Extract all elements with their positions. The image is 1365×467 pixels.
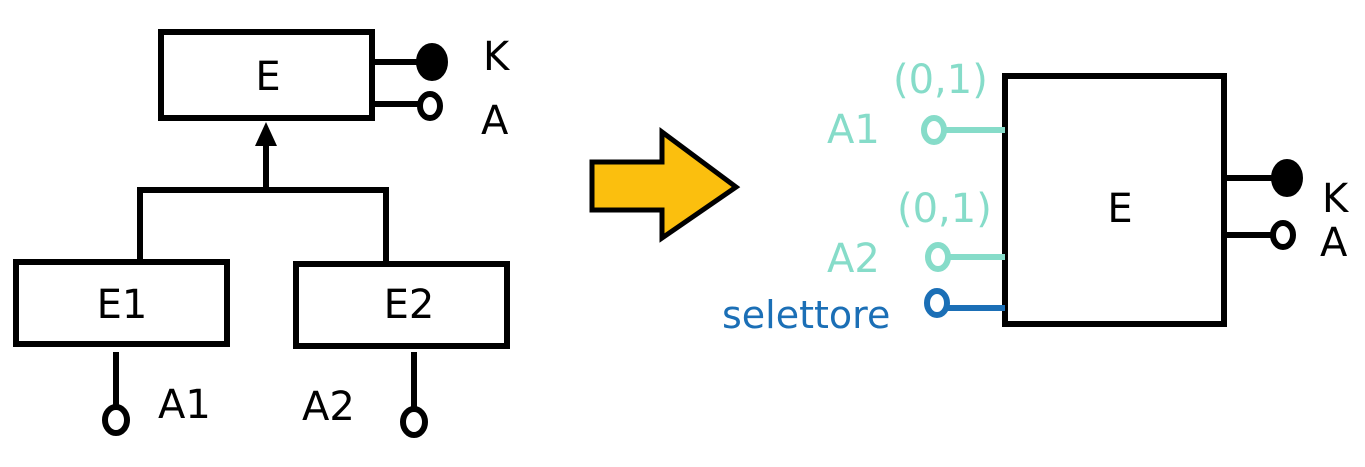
attribute-a-merged-label: A: [1320, 220, 1348, 266]
entity-e-label: E: [255, 54, 280, 100]
selector-label: selettore: [722, 293, 890, 337]
entity-e2-label: E2: [384, 282, 435, 328]
entity-e1-box: [13, 259, 230, 347]
attribute-a2-merged-label: A2: [827, 236, 880, 282]
key-dot-icon: [416, 43, 448, 81]
left-hierarchy: E K A E1 A1 E2 A2: [13, 29, 511, 438]
entity-e-box: [158, 29, 375, 121]
attribute-a2-circle-icon: [400, 406, 428, 438]
cardinality-a2-label: (0,1): [897, 186, 992, 232]
attribute-k-merged-label: K: [1322, 176, 1350, 222]
attribute-a-label: A: [481, 98, 509, 144]
generalization-branch: [137, 187, 389, 262]
key-dot-merged-icon: [1271, 159, 1303, 197]
entity-e2-box: [293, 261, 510, 349]
cardinality-a1-label: (0,1): [893, 57, 988, 103]
attribute-a-merged-circle-icon: [1270, 220, 1296, 250]
attribute-k-label: K: [483, 34, 511, 80]
attribute-a-circle-icon: [417, 91, 443, 121]
attribute-a1-label: A1: [158, 382, 211, 428]
selector-circle-icon: [924, 288, 950, 318]
attribute-a1-merged-circle-icon: [921, 115, 947, 145]
attribute-a1-merged-label: A1: [827, 107, 880, 153]
transform-arrow-icon: [589, 127, 741, 243]
attribute-a1-circle-icon: [102, 404, 130, 436]
entity-e-merged-box: [1002, 73, 1227, 327]
attribute-a2-merged-circle-icon: [925, 242, 951, 272]
entity-e-merged-label: E: [1107, 186, 1132, 232]
entity-e1-label: E1: [97, 282, 148, 328]
generalization-arrowhead-icon: [255, 122, 277, 146]
right-collapsed-entity: E K A (0,1) A1 (0,1) A2 selettore: [722, 57, 1350, 337]
attribute-a2-label: A2: [302, 384, 355, 430]
